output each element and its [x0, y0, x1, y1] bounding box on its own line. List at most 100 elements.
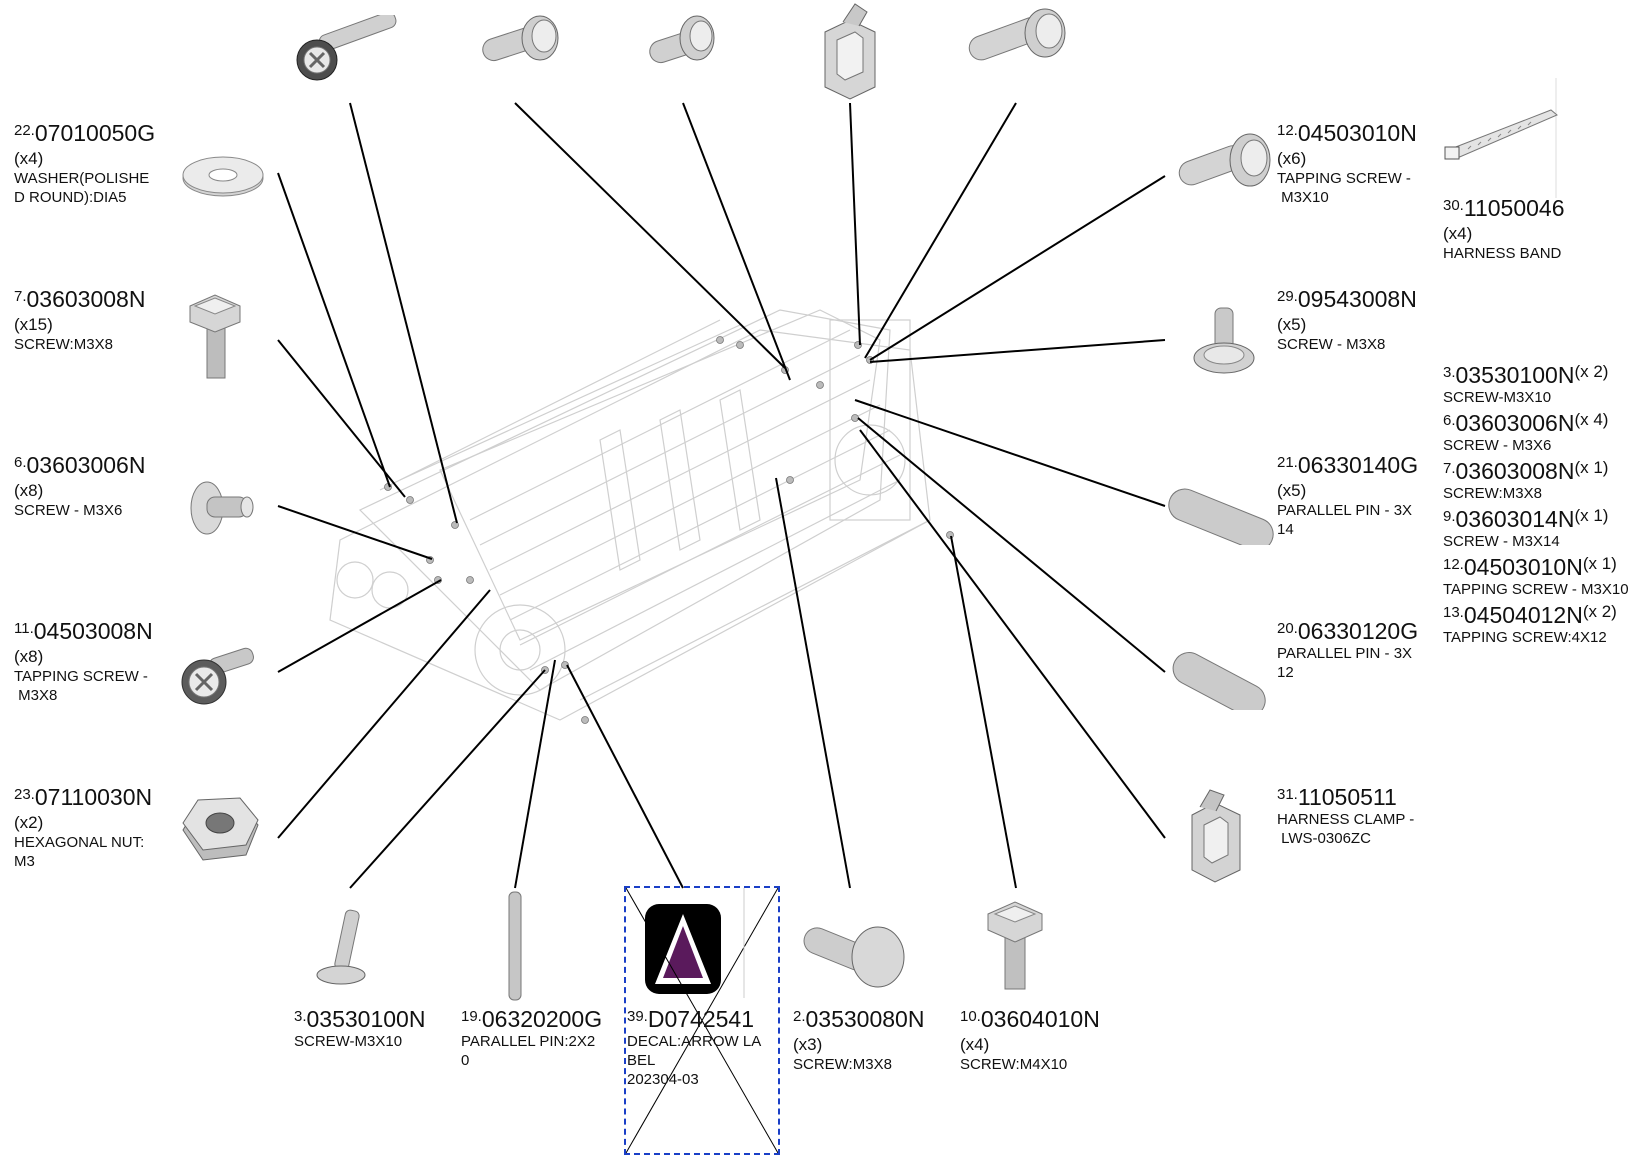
part-number: 21.06330140G — [1277, 452, 1419, 478]
leader-lines — [277, 102, 1166, 889]
description: HARNESS CLAMP - LWS-0306ZC — [1277, 811, 1415, 847]
main-assembly — [329, 309, 931, 721]
pan-screw-icon-2 — [803, 926, 905, 988]
part-number: 7.03603008N(x 1) — [1443, 458, 1609, 484]
hex-nut-icon — [182, 797, 259, 861]
short-screw-icon — [190, 481, 254, 535]
description: SCREW:M3X8 — [793, 1056, 892, 1073]
description: SCREW - M3X6 — [14, 502, 123, 519]
part-number: 10.03604010N — [960, 1006, 1100, 1032]
part-number: 6.03603006N(x 4) — [1443, 410, 1609, 436]
leader-11 — [277, 579, 442, 673]
description: TAPPING SCREW - M3X10 — [1443, 581, 1629, 598]
kit-item: 6.03603006N(x 4) SCREW - M3X6 — [1443, 407, 1647, 455]
quantity: (x5) — [1277, 315, 1307, 334]
quantity: (x4) — [960, 1035, 990, 1054]
leader-2 — [775, 477, 851, 889]
callout-29: 29.09543008N (x5) SCREW - M3X8 — [1277, 284, 1417, 354]
kit-item: 9.03603014N(x 1) SCREW - M3X14 — [1443, 503, 1647, 551]
hex-screw-icon-10 — [987, 901, 1043, 990]
part-number: 7.03603008N — [14, 286, 146, 312]
callout-23: 23.07110030N (x2) HEXAGONAL NUT: M3 — [14, 782, 152, 871]
leader-23 — [277, 589, 491, 839]
leader-39 — [566, 664, 684, 889]
part-number: 2.03530080N — [793, 1006, 925, 1032]
quantity: (x8) — [14, 647, 44, 666]
quantity: (x5) — [1277, 481, 1307, 500]
quantity: (x4) — [1443, 224, 1473, 243]
description: TAPPING SCREW - M3X8 — [14, 668, 148, 704]
hex-screw-icon — [189, 294, 241, 379]
tapping-screw-icon — [181, 647, 254, 705]
description: WASHER(POLISHE D ROUND):DIA5 — [14, 170, 150, 206]
assembly-fasteners — [384, 336, 954, 724]
kit-item: 12.04503010N(x 1) TAPPING SCREW - M3X10 — [1443, 551, 1647, 599]
top-part-4-harness-clamp-icon — [824, 3, 876, 100]
part-number: 13.04504012N(x 2) — [1443, 602, 1617, 628]
callout-31: 31.11050511 HARNESS CLAMP - LWS-0306ZC — [1277, 782, 1414, 848]
leader-top3 — [682, 102, 791, 381]
part-number: 22.07010050G — [14, 120, 156, 146]
washer-icon — [182, 156, 264, 197]
part-number: 23.07110030N — [14, 784, 153, 810]
description: TAPPING SCREW - M3X10 — [1277, 170, 1411, 206]
part-number: 20.06330120G — [1277, 618, 1419, 644]
leader-22 — [277, 172, 391, 488]
part-number: 12.04503010N(x 1) — [1443, 554, 1617, 580]
leader-31 — [859, 429, 1166, 839]
long-pin-icon — [508, 891, 522, 1001]
leader-3 — [349, 669, 546, 889]
leader-top2 — [514, 102, 786, 369]
quantity: (x2) — [14, 813, 44, 832]
top-part-5-flange-screw-icon — [968, 8, 1066, 61]
callout-19: 19.06320200G PARALLEL PIN:2X2 0 — [461, 1004, 602, 1070]
leader-10 — [950, 535, 1017, 889]
quantity: (x8) — [14, 481, 44, 500]
description: SCREW-M3X10 — [1443, 389, 1552, 406]
callout-7: 7.03603008N (x15) SCREW:M3X8 — [14, 284, 145, 354]
quantity: (x6) — [1277, 149, 1307, 168]
description: TAPPING SCREW:4X12 — [1443, 629, 1607, 646]
part-number: 11.04503008N — [14, 618, 153, 644]
decal-placeholder-frame — [624, 886, 780, 1155]
description: SCREW:M4X10 — [960, 1056, 1068, 1073]
leader-19 — [514, 659, 556, 889]
arrow-decal-icon — [645, 904, 721, 994]
placeholder-cross — [626, 888, 778, 1153]
part-number: 31.11050511 — [1277, 784, 1397, 810]
kit-item: 3.03530100N(x 2) SCREW-M3X10 — [1443, 359, 1647, 407]
description: SCREW - M3X14 — [1443, 533, 1560, 550]
callout-11: 11.04503008N (x8) TAPPING SCREW - M3X8 — [14, 616, 153, 705]
part-number: 6.03603006N — [14, 452, 146, 478]
leader-20 — [857, 417, 1166, 673]
parallel-pin-icon-21 — [1168, 488, 1274, 545]
part-number: 30.11050046 — [1443, 195, 1565, 221]
leader-12 — [869, 175, 1166, 361]
description: SCREW-M3X10 — [294, 1033, 403, 1050]
callout-10: 10.03604010N (x4) SCREW:M4X10 — [960, 1004, 1100, 1074]
part-number: 12.04503010N — [1277, 120, 1417, 146]
description: HARNESS BAND — [1443, 245, 1562, 262]
callout-12: 12.04503010N (x6) TAPPING SCREW - M3X10 — [1277, 118, 1417, 207]
callout-3: 3.03530100N SCREW-M3X10 — [294, 1004, 425, 1051]
quantity: (x3) — [793, 1035, 823, 1054]
leader-6 — [277, 505, 433, 560]
top-part-3-flange-screw-icon — [649, 15, 715, 64]
quantity: (x4) — [14, 149, 44, 168]
flange-screw-icon-12 — [1178, 133, 1271, 187]
callout-22: 22.07010050G (x4) WASHER(POLISHE D ROUND… — [14, 118, 155, 207]
callout-30: 30.11050046 (x4) HARNESS BAND — [1443, 193, 1564, 263]
description: SCREW - M3X6 — [1443, 437, 1552, 454]
leader-top5 — [864, 102, 1017, 359]
leader-29 — [869, 339, 1166, 363]
flange-screw-icon-29 — [1193, 307, 1255, 374]
leader-21 — [854, 399, 1166, 507]
description: SCREW - M3X8 — [1277, 336, 1386, 353]
description: SCREW:M3X8 — [14, 336, 113, 353]
callout-6: 6.03603006N (x8) SCREW - M3X6 — [14, 450, 145, 520]
callout-21: 21.06330140G (x5) PARALLEL PIN - 3X 14 — [1277, 450, 1418, 539]
leader-7 — [277, 339, 406, 498]
description: HEXAGONAL NUT: M3 — [14, 834, 145, 870]
part-number: 3.03530100N — [294, 1006, 426, 1032]
